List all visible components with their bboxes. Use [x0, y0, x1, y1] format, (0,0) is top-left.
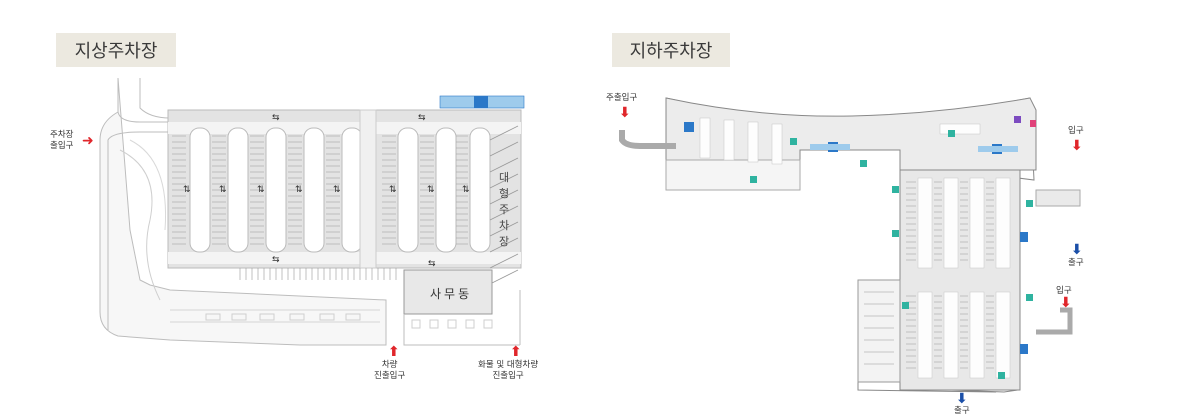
svg-text:⇅: ⇅: [183, 185, 191, 195]
bottom-stalls: [239, 268, 397, 280]
svg-text:⇅: ⇅: [219, 185, 227, 195]
office-building-label: 사무동: [430, 287, 473, 301]
arrow-in-icon: ⬇: [1071, 138, 1083, 154]
arrow-in-icon: ➜: [82, 133, 94, 149]
svg-text:⇆: ⇆: [428, 259, 436, 269]
lot-entrance-label: 주차장 출입구: [50, 130, 74, 151]
large-vehicle-stalls: [489, 125, 519, 285]
wheelchair-icon: [474, 96, 488, 108]
vehicle-entrance-label: 차량 진출입구: [374, 360, 406, 381]
exit-bottom-label: 출구: [954, 406, 970, 416]
large-vehicle-lot-label: 대 형 주 차 장: [498, 171, 510, 248]
parking-stalls: [172, 135, 468, 245]
truck-entrance-label: 화물 및 대형차량 진출입구: [478, 360, 539, 381]
svg-text:⇆: ⇆: [272, 113, 280, 123]
svg-text:⇅: ⇅: [295, 185, 303, 195]
arrow-in-icon: ⬇: [1060, 295, 1072, 311]
underground-parking-title: 지하주차장: [612, 33, 730, 67]
arrow-in-icon: ⬆: [510, 344, 522, 360]
parking-rows: [189, 127, 491, 253]
svg-text:⇅: ⇅: [333, 185, 341, 195]
office-building: [403, 269, 493, 315]
svg-text:⇅: ⇅: [427, 185, 435, 195]
exit-right-label: 출구: [1068, 258, 1084, 268]
arrow-in-icon: ⬆: [388, 344, 400, 360]
svg-text:⇅: ⇅: [389, 185, 397, 195]
entrance-top-right-label: 입구: [1068, 126, 1084, 136]
arrow-out-icon: ⬇: [956, 391, 968, 407]
main-entrance-label: 주출입구: [606, 93, 638, 103]
svg-text:⇅: ⇅: [257, 185, 265, 195]
arrow-out-icon: ⬇: [1071, 242, 1083, 258]
svg-text:⇆: ⇆: [418, 113, 426, 123]
entrance-bottom-right-label: 입구: [1056, 286, 1072, 296]
above-ground-parking-title: 지상주차장: [56, 33, 176, 67]
svg-text:⇅: ⇅: [462, 185, 470, 195]
svg-text:⇆: ⇆: [272, 255, 280, 265]
arrow-in-icon: ⬇: [619, 105, 631, 121]
